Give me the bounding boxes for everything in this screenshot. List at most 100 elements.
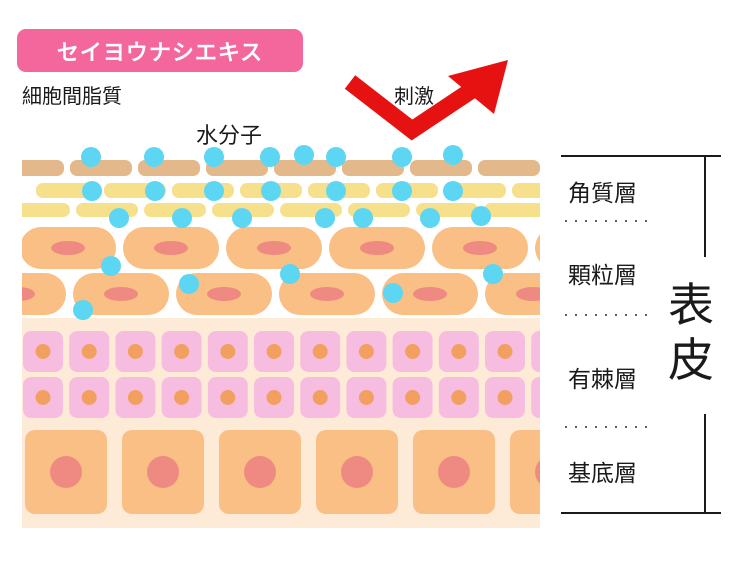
basal-nucleus [147, 456, 179, 488]
water-molecule [315, 208, 335, 228]
corneum-bar [512, 183, 540, 198]
water-molecule [73, 300, 93, 320]
granular-nucleus [413, 287, 447, 301]
basal-cell [510, 430, 540, 514]
granular-nucleus [154, 241, 188, 255]
water-molecule [294, 145, 314, 165]
spinous-cell [531, 377, 540, 418]
spinous-nucleus [544, 390, 559, 405]
epidermis-char-2: 皮 [668, 333, 714, 387]
spinous-nucleus [405, 390, 421, 405]
water-molecules [73, 145, 503, 320]
corneum-bar [36, 183, 98, 198]
granular-nucleus [360, 241, 394, 255]
corneum-bar [206, 160, 268, 176]
epidermis-char-1: 表 [668, 278, 714, 332]
spinous-nucleus [358, 344, 374, 359]
basal-nucleus [50, 456, 82, 488]
granular-nucleus [257, 241, 291, 255]
water-molecule [392, 147, 412, 167]
corneum-bar [22, 160, 64, 176]
corneum-bar [172, 183, 234, 198]
water-molecule [326, 147, 346, 167]
water-molecule [326, 181, 346, 201]
stratum-spinosum-cells [23, 331, 559, 418]
spinous-nucleus [81, 390, 97, 405]
corneum-bar [410, 160, 472, 176]
water-molecule [82, 181, 102, 201]
granular-nucleus [207, 287, 241, 301]
granular-cell [22, 273, 66, 315]
granular-nucleus [566, 241, 600, 255]
spinous-nucleus [220, 344, 236, 359]
water-molecule [101, 256, 121, 276]
label-stratum-spinosum: 有棘層 [568, 367, 637, 393]
basal-nucleus [244, 456, 276, 488]
divider-dots [561, 220, 651, 222]
corneum-bar [342, 160, 404, 176]
bottom-rule [561, 512, 721, 514]
granular-nucleus [310, 287, 344, 301]
granular-nucleus [22, 287, 35, 301]
intercellular-lipid-label: 細胞間脂質 [22, 84, 122, 108]
corneum-bar [70, 160, 132, 176]
water-molecules-label: 水分子 [196, 124, 263, 149]
water-molecule [392, 181, 412, 201]
water-molecule [471, 206, 491, 226]
water-molecule [353, 208, 373, 228]
water-molecule [144, 147, 164, 167]
water-molecule [145, 181, 165, 201]
basal-nucleus [535, 460, 540, 484]
bracket-lower [704, 414, 706, 514]
label-stratum-corneum: 角質層 [568, 181, 637, 207]
epidermis-label: 表 皮 [668, 278, 714, 388]
corneum-bar [274, 160, 336, 176]
water-molecule [204, 181, 224, 201]
spinous-nucleus [451, 344, 467, 359]
corneum-bar [484, 203, 540, 217]
water-molecule [261, 181, 281, 201]
water-molecule [443, 181, 463, 201]
spinous-nucleus [451, 390, 467, 405]
spinous-nucleus [358, 390, 374, 405]
water-molecule [81, 147, 101, 167]
spinous-nucleus [544, 344, 559, 359]
water-molecule [260, 147, 280, 167]
spinous-nucleus [497, 390, 513, 405]
corneum-bar [76, 203, 138, 217]
granular-nucleus [104, 287, 138, 301]
spinous-nucleus [312, 390, 328, 405]
granular-nucleus [51, 241, 85, 255]
top-rule [561, 155, 721, 157]
water-molecule [232, 208, 252, 228]
label-stratum-granulosum: 顆粒層 [568, 263, 637, 289]
water-molecule [109, 208, 129, 228]
spinous-nucleus [35, 390, 51, 405]
water-molecule [443, 145, 463, 165]
spinous-nucleus [405, 344, 421, 359]
basal-nucleus [341, 456, 373, 488]
water-molecule [280, 264, 300, 284]
stimulus-arrow [344, 60, 508, 141]
spinous-nucleus [497, 344, 513, 359]
stratum-granulosum-cells [22, 227, 600, 315]
spinous-nucleus [312, 344, 328, 359]
spinous-cell [531, 331, 540, 372]
spinous-nucleus [220, 390, 236, 405]
spinous-nucleus [174, 344, 190, 359]
granular-cell [535, 234, 540, 262]
spinous-nucleus [81, 344, 97, 359]
spinous-nucleus [266, 390, 282, 405]
water-molecule [172, 208, 192, 228]
granular-cell [485, 273, 540, 315]
water-molecule [483, 264, 503, 284]
corneum-bar [22, 203, 70, 217]
water-molecule [204, 147, 224, 167]
spinous-nucleus [174, 390, 190, 405]
spinous-nucleus [35, 344, 51, 359]
divider-dots [561, 314, 651, 316]
label-stratum-basale: 基底層 [568, 461, 637, 487]
granular-nucleus [516, 287, 540, 301]
spinous-nucleus [127, 344, 143, 359]
